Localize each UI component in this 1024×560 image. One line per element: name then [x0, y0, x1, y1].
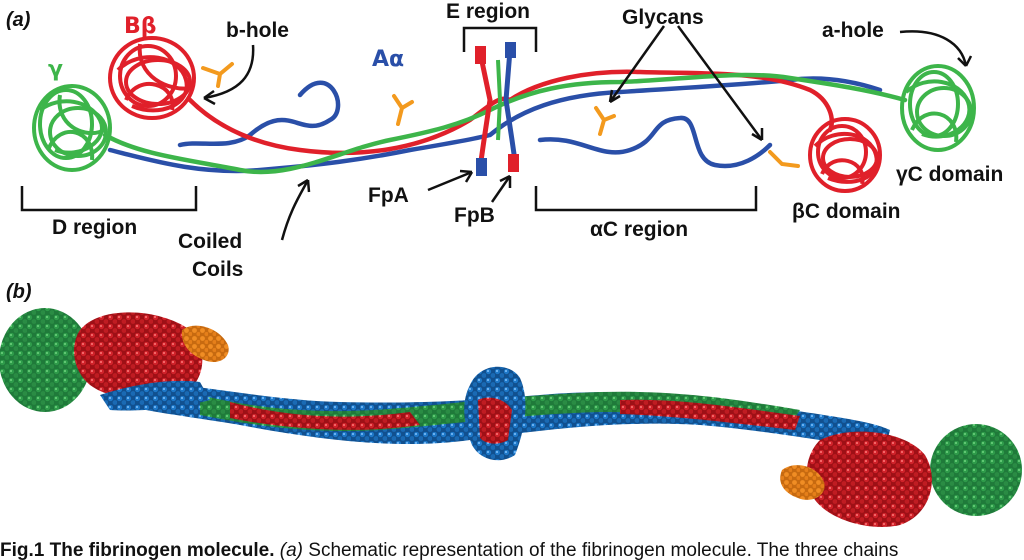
space-filling-model [0, 308, 1022, 528]
b-beta-label: Bβ [124, 14, 157, 39]
a-alpha-chain [107, 76, 883, 174]
figure-caption: Fig.1 The fibrinogen molecule. (a) Schem… [0, 540, 1024, 560]
caption-part: (a) [279, 540, 303, 560]
gamma-c-domain-label: γC domain [896, 163, 1003, 186]
beta-c-domain-label: βC domain [792, 200, 901, 223]
b-beta-chain [187, 69, 835, 156]
left-gamma-nodule [0, 308, 91, 412]
alpha-c-region-label: αC region [590, 218, 688, 241]
glycans-label: Glycans [622, 6, 704, 29]
a-alpha-label: Aα [372, 47, 404, 72]
left-blue-tail [100, 380, 210, 411]
a-hole-label: a-hole [822, 19, 884, 42]
b-beta-domain-schematic [108, 36, 196, 120]
fpa-label: FpA [368, 184, 409, 207]
gamma-c-domain-schematic [900, 64, 976, 152]
coiled-coils-label-line1: Coiled [178, 230, 242, 253]
gamma-chain [102, 72, 908, 175]
annotation-arrows [203, 25, 973, 241]
central-nodule-red [478, 397, 512, 444]
e-region-schematic [475, 42, 519, 176]
beta-c-domain-schematic [808, 117, 882, 193]
d-region-label: D region [52, 216, 137, 239]
fpb-label: FpB [454, 204, 495, 227]
left-glycan-blob [181, 325, 229, 363]
panel-a-label: (a) [6, 9, 31, 31]
left-beta-nodule [74, 312, 203, 401]
b-hole-label: b-hole [226, 19, 289, 42]
coiled-coils-label-line2: Coils [192, 258, 243, 281]
fibrinogen-figure: (a) [0, 0, 1022, 528]
right-glycan-blob [780, 465, 825, 500]
caption-text: Schematic representation of the fibrinog… [308, 540, 899, 560]
e-region-label: E region [446, 0, 530, 23]
panel-b-label: (b) [6, 281, 32, 303]
right-gamma-nodule [930, 424, 1022, 516]
gamma-domain-left-schematic [32, 84, 112, 172]
coiled-coil-body-red [230, 399, 800, 430]
right-beta-nodule [806, 431, 932, 528]
gamma-label: γ [48, 57, 63, 82]
region-brackets [20, 26, 758, 212]
caption-fig: Fig.1 [0, 540, 45, 560]
caption-title: The fibrinogen molecule. [49, 540, 275, 560]
glycan-marks [201, 62, 800, 168]
